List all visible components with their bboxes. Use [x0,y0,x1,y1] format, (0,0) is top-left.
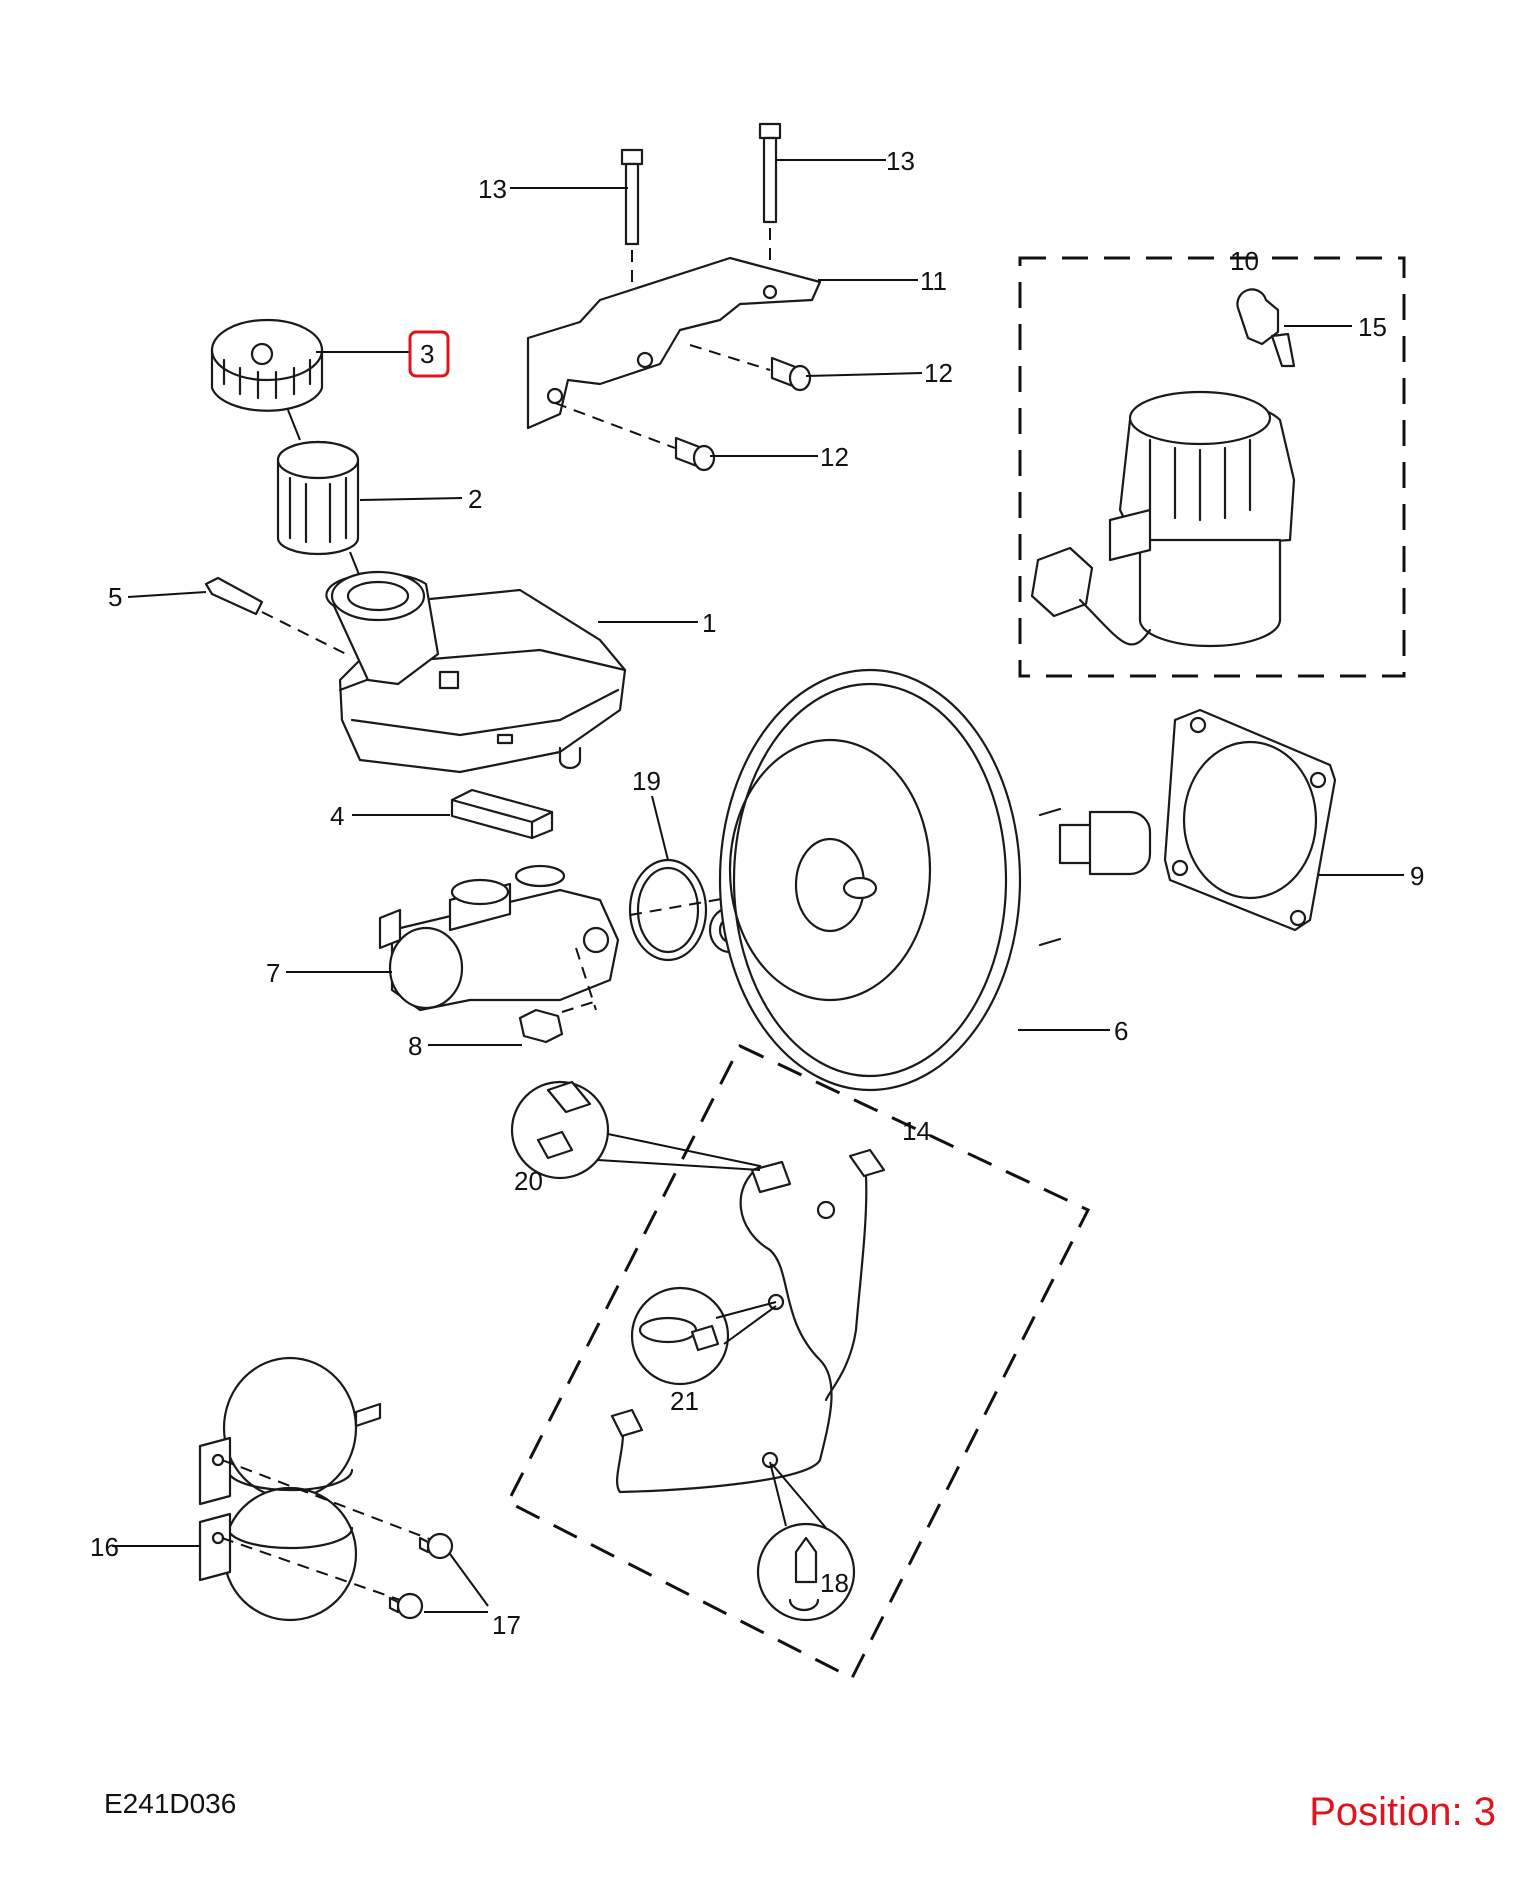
bolt-12-upper [770,356,812,392]
mounting-bracket [526,256,822,449]
callout-13-left[interactable]: 13 [478,174,507,204]
callout-1[interactable]: 1 [702,608,716,638]
callout-8[interactable]: 8 [408,1031,422,1061]
callout-9[interactable]: 9 [1410,861,1424,891]
callout-5[interactable]: 5 [108,582,122,612]
brake-booster [718,668,1152,1092]
cylinder-plug [518,1008,564,1044]
detail-clip-20 [510,1080,761,1180]
screw-16-lower [388,1592,424,1620]
reservoir-pin [204,576,351,657]
callout-10[interactable]: 10 [1230,246,1259,276]
screw-16-upper [418,1532,454,1560]
callout-18[interactable]: 18 [820,1568,849,1598]
bolt-13-right [758,122,782,292]
bolt-12-lower [674,436,716,472]
callout-15[interactable]: 16 [90,1532,119,1562]
detail-clamp-21 [630,1286,777,1386]
vacuum-pump [1030,390,1296,648]
vacuum-pump-box [1018,256,1406,678]
detail-clip-18 [756,1461,856,1622]
reservoir-cap [210,318,324,441]
reservoir-seal [450,788,554,840]
position-indicator: Position: 3 [1309,1790,1496,1834]
vacuum-pump-connector [1236,288,1296,368]
callout-7[interactable]: 7 [266,958,280,988]
leader-lines [112,159,1404,1613]
callout-12-upper[interactable]: 12 [924,358,953,388]
hose-harness-box [505,1044,1091,1681]
reservoir-strainer [276,440,363,583]
callout-14[interactable]: 14 [902,1116,931,1146]
callout-6[interactable]: 6 [1114,1016,1128,1046]
diagram-code: E241D036 [104,1788,237,1819]
callout-3[interactable]: 3 [420,339,434,369]
callout-16[interactable]: 17 [492,1610,521,1640]
callout-13-right[interactable]: 13 [886,146,915,176]
callout-17[interactable]: 15 [1358,312,1387,342]
callout-3-highlight [408,330,450,378]
booster-gasket [1163,708,1337,932]
callout-19[interactable]: 19 [632,766,661,796]
master-cylinder [378,864,620,1013]
accumulator-assembly [198,1356,433,1622]
callout-2[interactable]: 2 [468,484,482,514]
callout-4[interactable]: 4 [330,801,344,831]
callout-20[interactable]: 20 [514,1166,543,1196]
fluid-reservoir [325,570,627,774]
callout-11[interactable]: 11 [920,266,947,296]
callout-12-lower[interactable]: 12 [820,442,849,472]
callout-21[interactable]: 21 [670,1386,699,1416]
vacuum-hose-harness [610,1148,886,1494]
